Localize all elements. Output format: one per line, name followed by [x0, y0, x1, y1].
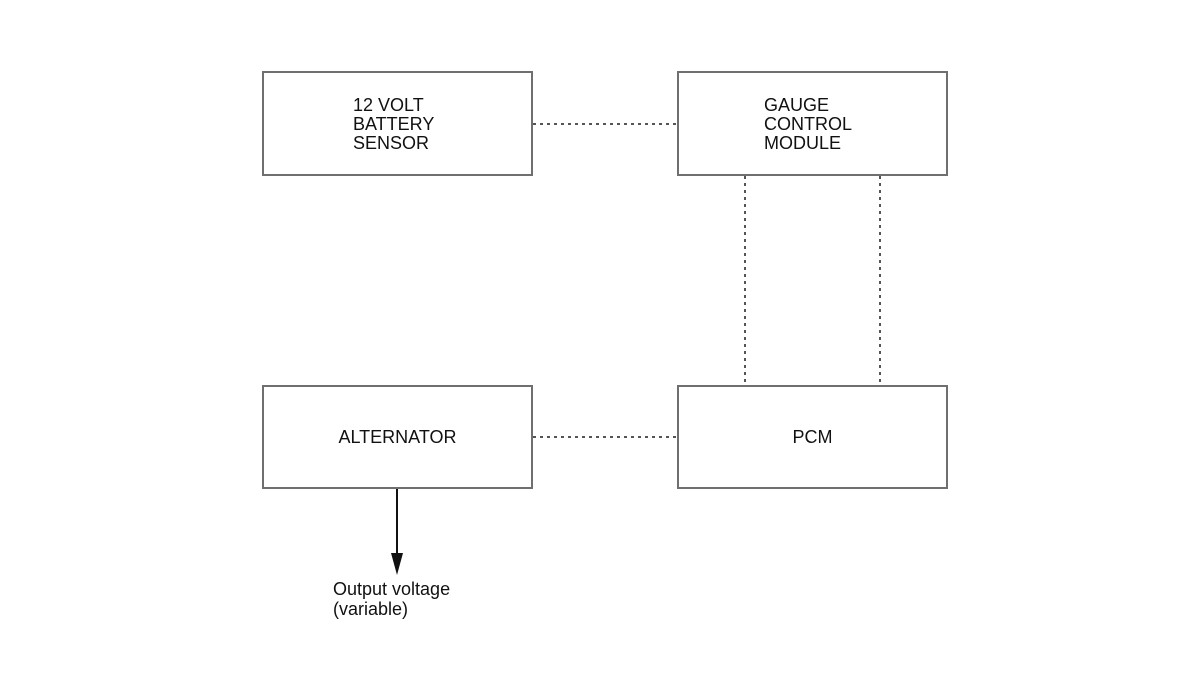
battery-sensor-block: 12 VOLT BATTERY SENSOR [262, 71, 533, 176]
output-arrow-head [391, 553, 403, 575]
battery-sensor-label: 12 VOLT BATTERY SENSOR [353, 95, 435, 153]
alternator-label: ALTERNATOR [338, 427, 457, 447]
output-voltage-label: Output voltage (variable) [333, 579, 451, 619]
pcm-label: PCM [792, 427, 833, 447]
gauge-control-module-block: GAUGE CONTROL MODULE [677, 71, 948, 176]
alternator-block: ALTERNATOR [262, 385, 533, 489]
pcm-block: PCM [677, 385, 948, 489]
gauge-control-module-label: GAUGE CONTROL MODULE [764, 95, 853, 153]
